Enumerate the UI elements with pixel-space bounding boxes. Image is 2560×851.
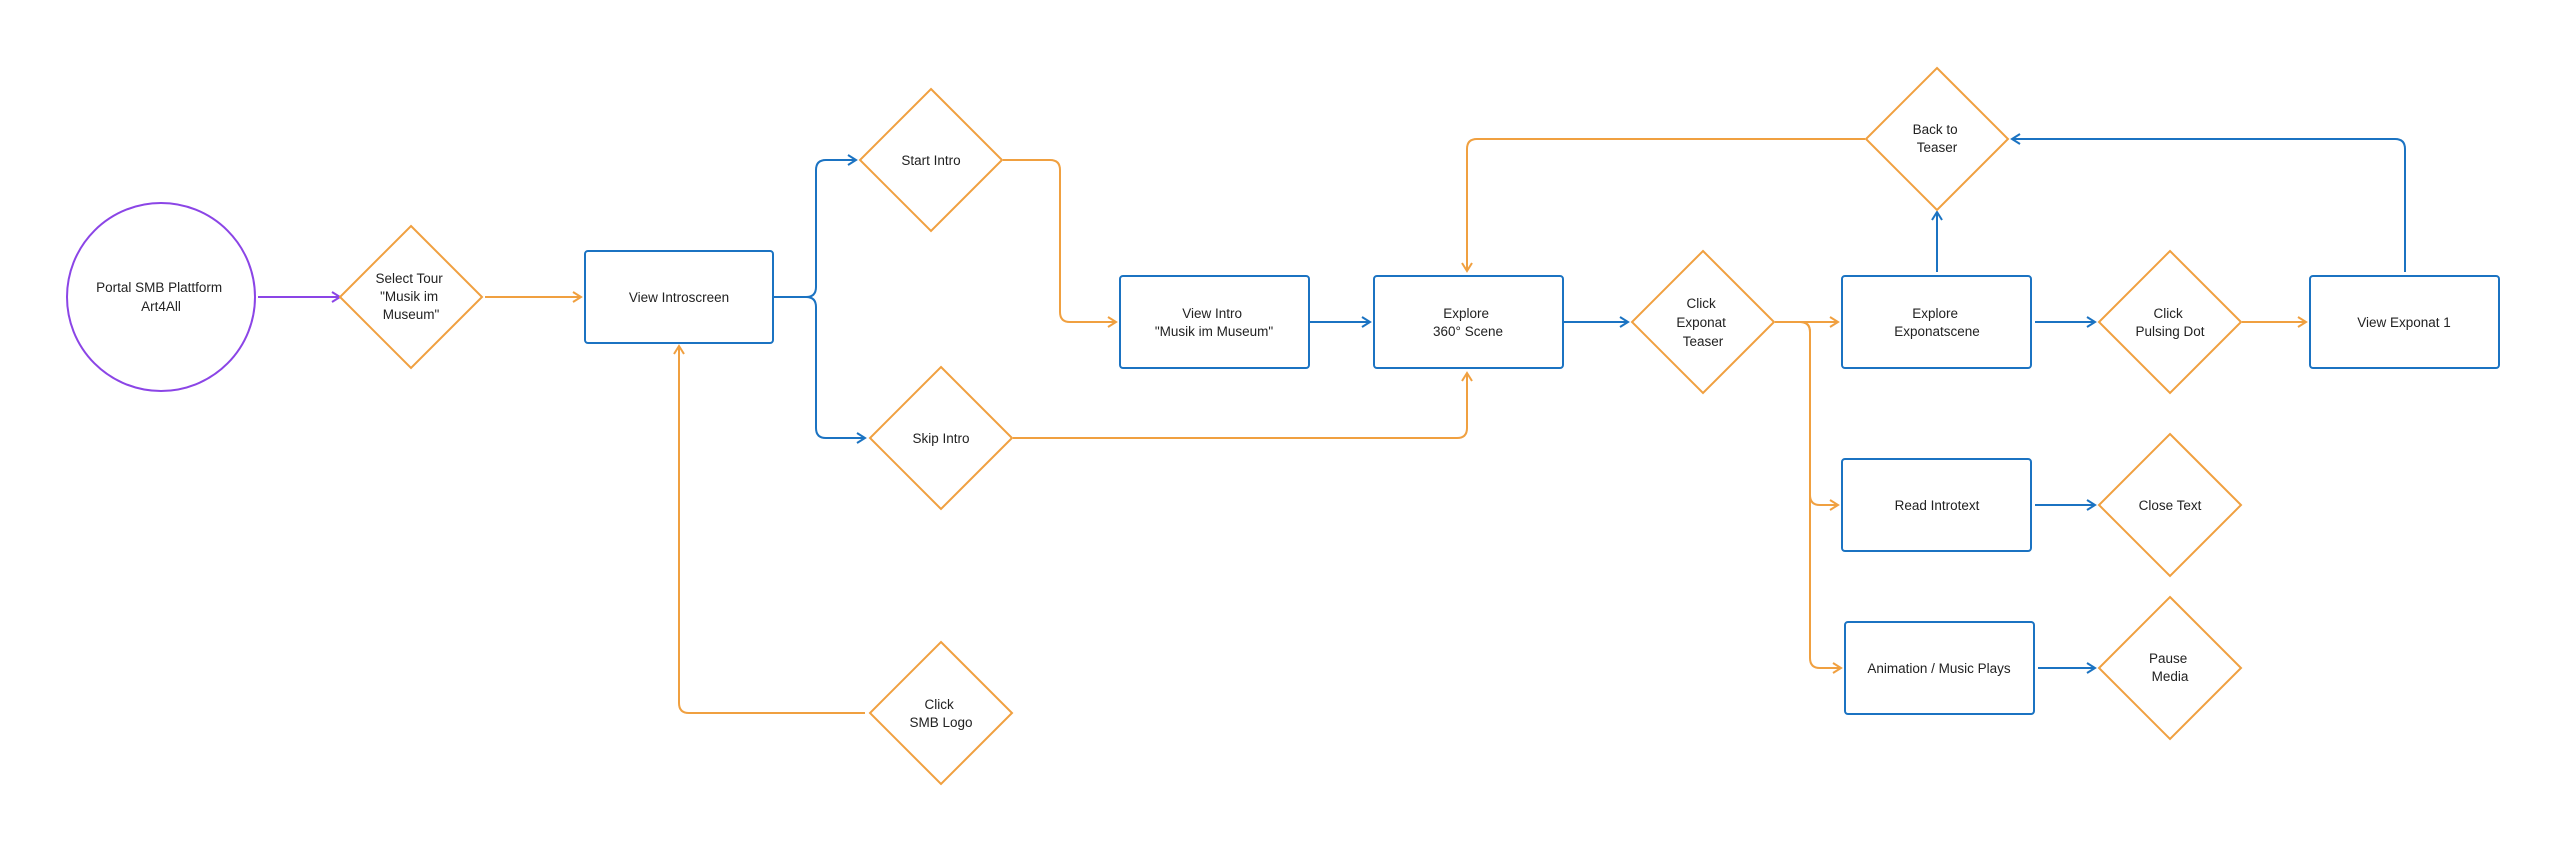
label-line: Museum" <box>383 307 440 322</box>
edge-view-exponat-to-back-to-teaser <box>2010 133 2406 272</box>
label-line: View Introscreen <box>629 290 729 305</box>
label-line: Media <box>2152 669 2189 684</box>
edge-click-teaser-to-read-introtext <box>1799 321 1840 511</box>
node-label: Start Intro <box>901 153 960 168</box>
label-line: Pause <box>2149 651 2187 666</box>
label-line: Click <box>2153 306 2182 321</box>
node-label: Portal SMB Plattform Art4All <box>96 280 226 314</box>
decision-back-to-teaser: Back to Teaser <box>1864 66 2010 212</box>
node-label: Select Tour "Musik im Museum" <box>375 271 446 322</box>
process-explore-360-scene: Explore 360° Scene <box>1373 275 1564 369</box>
edge-introscreen-to-skip-intro <box>805 296 867 444</box>
label-line: Exponatscene <box>1894 324 1980 339</box>
decision-pause-media: Pause Media <box>2097 595 2243 741</box>
decision-skip-intro: Skip Intro <box>868 365 1014 511</box>
node-label: Pause Media <box>2149 651 2191 684</box>
label-line: Close Text <box>2139 498 2202 513</box>
decision-select-tour: Select Tour "Musik im Museum" <box>338 224 484 370</box>
node-label: Close Text <box>2139 498 2202 513</box>
label-line: Teaser <box>1917 140 1958 155</box>
edge-introscreen-to-start-intro <box>773 154 858 298</box>
process-animation-music-plays: Animation / Music Plays <box>1844 621 2035 715</box>
node-label: Click Exponat Teaser <box>1676 296 1729 349</box>
decision-click-smb-logo: Click SMB Logo <box>868 640 1014 786</box>
label-line: Exponat <box>1676 315 1726 330</box>
label-line: Art4All <box>141 299 181 314</box>
edge-click-teaser-to-animation <box>1799 321 1843 674</box>
decision-click-exponat-teaser: Click Exponat Teaser <box>1630 249 1776 395</box>
process-explore-exponatscene: Explore Exponatscene <box>1841 275 2032 369</box>
label-line: Click <box>924 697 953 712</box>
label-line: Click <box>1686 296 1715 311</box>
label-line: "Musik im Museum" <box>1155 324 1274 339</box>
node-label: Skip Intro <box>912 431 969 446</box>
decision-click-pulsing-dot: Click Pulsing Dot <box>2097 249 2243 395</box>
edge-start-intro-to-view-intro <box>1003 159 1118 328</box>
label-line: "Musik im <box>380 289 438 304</box>
label-line: Pulsing Dot <box>2135 324 2204 339</box>
label-line: Skip Intro <box>912 431 969 446</box>
node-label: View Intro "Musik im Museum" <box>1155 306 1274 339</box>
process-view-exponat-1: View Exponat 1 <box>2309 275 2500 369</box>
node-label: Animation / Music Plays <box>1867 661 2011 676</box>
label-line: Start Intro <box>901 153 960 168</box>
label-line: Explore <box>1443 306 1489 321</box>
label-line: Animation / Music Plays <box>1867 661 2011 676</box>
label-line: View Intro <box>1182 306 1242 321</box>
label-line: SMB Logo <box>909 715 972 730</box>
node-label: View Introscreen <box>629 290 729 305</box>
node-label: Click Pulsing Dot <box>2135 306 2204 339</box>
node-label: Click SMB Logo <box>909 697 972 730</box>
node-label: Explore Exponatscene <box>1894 306 1980 339</box>
label-line: Portal SMB Plattform <box>96 280 222 295</box>
label-line: Explore <box>1912 306 1958 321</box>
label-line: Back to <box>1913 122 1958 137</box>
edge-back-to-teaser-to-explore-360 <box>1461 138 1865 273</box>
edge-skip-intro-to-explore-360 <box>1013 371 1473 439</box>
node-label: View Exponat 1 <box>2357 315 2451 330</box>
label-line: Teaser <box>1683 334 1724 349</box>
node-label: Back to Teaser <box>1913 122 1962 155</box>
process-view-intro: View Intro "Musik im Museum" <box>1119 275 1310 369</box>
label-line: 360° Scene <box>1433 324 1503 339</box>
process-read-introtext: Read Introtext <box>1841 458 2032 552</box>
decision-close-text: Close Text <box>2097 432 2243 578</box>
node-label: Read Introtext <box>1895 498 1980 513</box>
process-view-introscreen: View Introscreen <box>584 250 774 344</box>
label-line: View Exponat 1 <box>2357 315 2451 330</box>
node-label: Explore 360° Scene <box>1433 306 1503 339</box>
node-portal-smb: Portal SMB Plattform Art4All <box>66 202 256 392</box>
label-line: Select Tour <box>375 271 443 286</box>
label-line: Read Introtext <box>1895 498 1980 513</box>
decision-start-intro: Start Intro <box>858 87 1004 233</box>
edge-smb-logo-to-introscreen <box>673 344 865 714</box>
